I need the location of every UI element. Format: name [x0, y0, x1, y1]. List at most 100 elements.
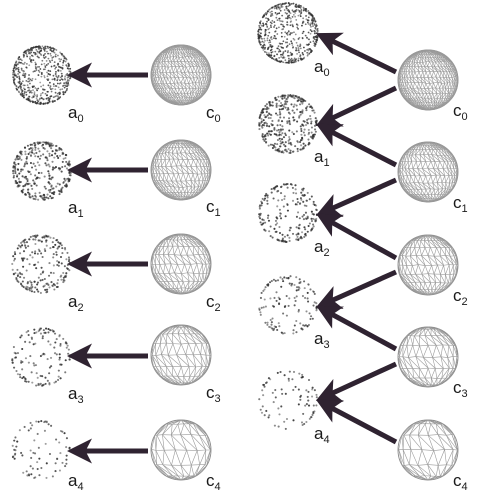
point-cloud-dot [59, 66, 61, 69]
mesh-edge [173, 46, 177, 50]
point-cloud-dot [273, 26, 275, 28]
point-cloud-dot [265, 51, 268, 54]
point-cloud-dot [283, 56, 286, 59]
point-cloud-dot [34, 192, 37, 195]
point-cloud-dot [13, 457, 16, 460]
point-cloud-dot [22, 87, 25, 90]
mesh-edge [167, 77, 171, 84]
point-cloud-dot [46, 288, 49, 291]
point-cloud-dot [36, 252, 39, 255]
label-c0: c0 [206, 103, 221, 125]
point-cloud-dot [41, 255, 44, 259]
point-cloud-dot [52, 96, 55, 99]
point-cloud-dot [296, 44, 299, 47]
point-cloud-dot [29, 280, 32, 283]
point-cloud-dot [278, 17, 281, 20]
mesh-edge [158, 88, 163, 94]
point-cloud-dot [13, 165, 16, 168]
point-cloud-dot [28, 238, 31, 241]
point-cloud-dot [313, 30, 316, 32]
point-cloud-dot [313, 32, 316, 34]
point-cloud-dot [289, 12, 292, 15]
point-cloud-dot [13, 366, 16, 369]
point-cloud-dot [292, 2, 295, 5]
point-cloud-dot [35, 53, 38, 55]
point-cloud-dot [34, 476, 37, 479]
mesh-edge [165, 92, 173, 98]
point-cloud-dot [35, 420, 38, 423]
mesh-edge [178, 100, 183, 104]
mesh-edge [164, 77, 168, 79]
mesh-edge [183, 53, 186, 57]
point-cloud-dot [28, 51, 31, 54]
point-cloud-dot [18, 181, 21, 184]
point-cloud-dot [52, 83, 55, 86]
point-cloud-dot [50, 154, 54, 157]
point-cloud-dot [28, 192, 31, 195]
point-cloud-dot [287, 2, 290, 4]
point-cloud-dot [64, 371, 67, 374]
point-cloud-dot [58, 82, 61, 85]
point-cloud-dot [62, 271, 65, 274]
point-cloud-dot [48, 372, 51, 375]
mesh-edge [154, 72, 157, 78]
point-cloud-dot [29, 465, 32, 468]
point-cloud-dot [269, 41, 272, 44]
point-cloud-dot [59, 429, 62, 433]
point-cloud-dot [288, 4, 291, 6]
point-cloud-dot [65, 272, 68, 275]
point-cloud-dot [23, 146, 27, 149]
point-cloud-dot [18, 85, 21, 88]
point-cloud-dot [58, 193, 61, 196]
point-cloud-dot [316, 39, 318, 41]
point-cloud-dot [57, 86, 60, 89]
label-a3: a3 [68, 384, 84, 406]
label-a1: a1 [68, 198, 84, 220]
point-cloud-dot [36, 45, 39, 48]
mesh-edge [169, 97, 174, 102]
mesh-edge [162, 83, 166, 89]
point-cloud-dot [48, 174, 51, 177]
point-cloud-dot [28, 91, 31, 94]
point-cloud-dot [57, 95, 59, 98]
point-cloud-dot [310, 131, 313, 134]
point-cloud-dot [12, 174, 16, 177]
point-cloud-dot [306, 51, 309, 54]
point-cloud-dot [37, 198, 40, 201]
point-cloud-dot [32, 89, 34, 92]
point-cloud-dot [63, 77, 66, 80]
point-cloud-dot [299, 4, 302, 7]
point-cloud-dot [265, 29, 267, 31]
point-cloud-dot [43, 175, 46, 178]
point-cloud-dot [67, 348, 70, 351]
point-cloud-dot [37, 261, 40, 264]
point-cloud-dot [288, 43, 291, 46]
point-cloud-dot [49, 271, 53, 274]
point-cloud-dot [297, 49, 300, 52]
mesh-edge [186, 77, 191, 79]
point-cloud-dot [259, 23, 262, 25]
point-cloud-dot [68, 358, 71, 361]
mesh-edge [167, 96, 172, 101]
point-cloud-dot [64, 84, 66, 87]
point-cloud-dot [57, 369, 60, 372]
point-cloud-dot [26, 258, 29, 261]
mesh-edge [164, 61, 166, 67]
point-cloud-dot [20, 69, 23, 71]
point-cloud-dot [60, 244, 63, 247]
point-cloud-dot [31, 235, 34, 238]
mesh-edge [180, 66, 184, 73]
point-cloud-dot [61, 247, 64, 250]
point-cloud-dot [28, 87, 31, 89]
point-cloud-dot [309, 41, 312, 44]
point-cloud-dot [290, 3, 293, 5]
point-cloud-dot [12, 71, 15, 74]
mesh-edge [188, 71, 193, 74]
point-cloud-sphere-a4 [11, 420, 71, 480]
point-cloud-dot [35, 331, 38, 334]
point-cloud-dot [43, 102, 46, 105]
point-cloud-dot [54, 243, 57, 246]
point-cloud-dot [11, 444, 14, 447]
mesh-edge [189, 93, 191, 98]
point-cloud-dot [31, 151, 34, 154]
